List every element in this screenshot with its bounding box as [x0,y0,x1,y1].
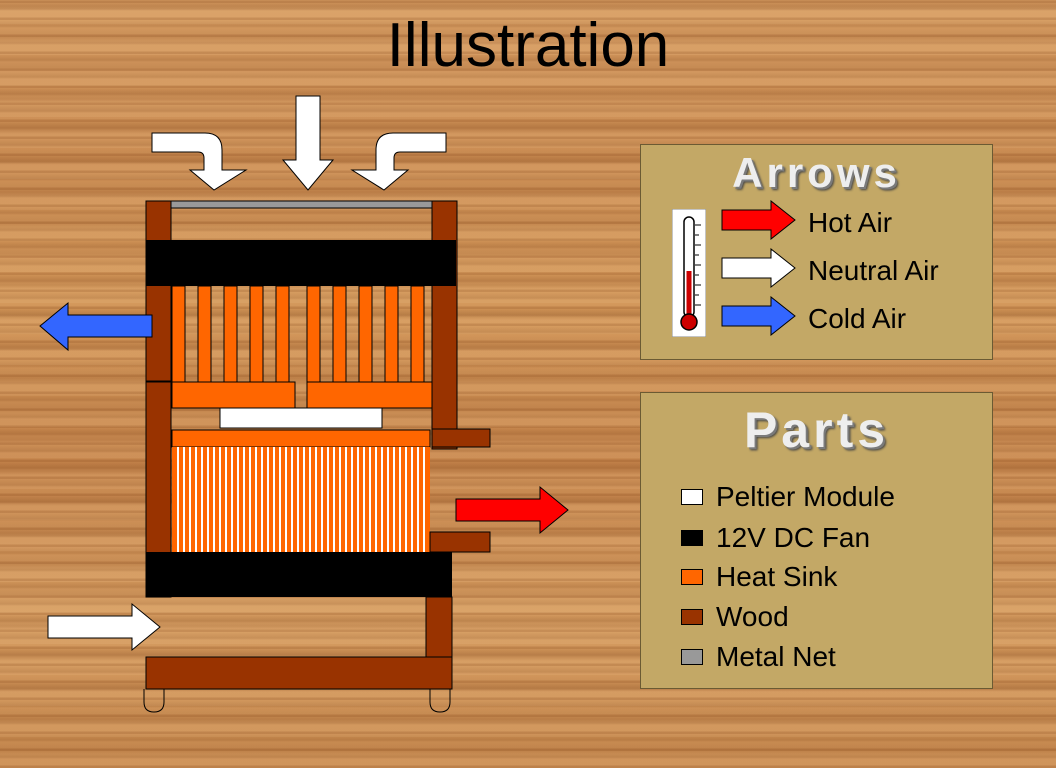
parts-label-fan: 12V DC Fan [716,522,871,553]
parts-label-wood: Wood [716,601,789,632]
thermometer-icon [672,209,706,337]
arrows-legend-panel: Arrows Hot Air Neutral Air Cold Air [640,144,993,360]
curved-arrow-right [350,132,447,191]
wood-post-left-upper [145,200,172,382]
curved-arrow-left [151,132,248,191]
bottom-intake-arrow [47,602,161,652]
wood-base [145,656,453,690]
wood-post-right-upper [431,200,458,450]
peltier-module [219,407,383,429]
foot-right [429,689,451,713]
legend-cold-arrow-icon [721,296,796,336]
legend-hot-arrow-icon [721,200,796,240]
legend-neutral-air-label: Neutral Air [808,255,939,286]
lower-heat-sink-base [171,429,431,448]
page-title: Illustration [386,11,670,80]
parts-legend-panel: Parts Peltier Module 12V DC Fan Heat Sin… [640,392,993,689]
lower-heat-sink-fins [172,447,430,553]
swatch-peltier [681,489,703,505]
bottom-fan [146,552,452,597]
top-fan [146,240,456,286]
top-intake-arrows [151,95,447,191]
wood-ledge-lower [429,531,491,553]
parts-label-heat-sink: Heat Sink [716,561,838,592]
parts-label-metal-net: Metal Net [716,641,836,672]
parts-heading: Parts [743,402,890,458]
wood-ledge-upper [431,428,491,448]
metal-net [169,200,435,209]
swatch-heat-sink [681,569,703,585]
swatch-metal-net [681,649,703,665]
hot-air-arrow [455,485,569,535]
parts-label-peltier: Peltier Module [716,481,895,512]
legend-hot-air-label: Hot Air [808,207,893,238]
swatch-fan [681,530,703,546]
swatch-wood [681,609,703,625]
arrows-heading: Arrows [732,149,901,196]
legend-neutral-arrow-icon [721,248,796,288]
straight-arrow-down [281,95,335,191]
cold-air-arrow [39,301,153,352]
legend-cold-air-label: Cold Air [808,303,907,334]
wood-post-right-lower [425,596,453,658]
upper-heat-sink [171,285,433,409]
foot-left [143,689,165,713]
